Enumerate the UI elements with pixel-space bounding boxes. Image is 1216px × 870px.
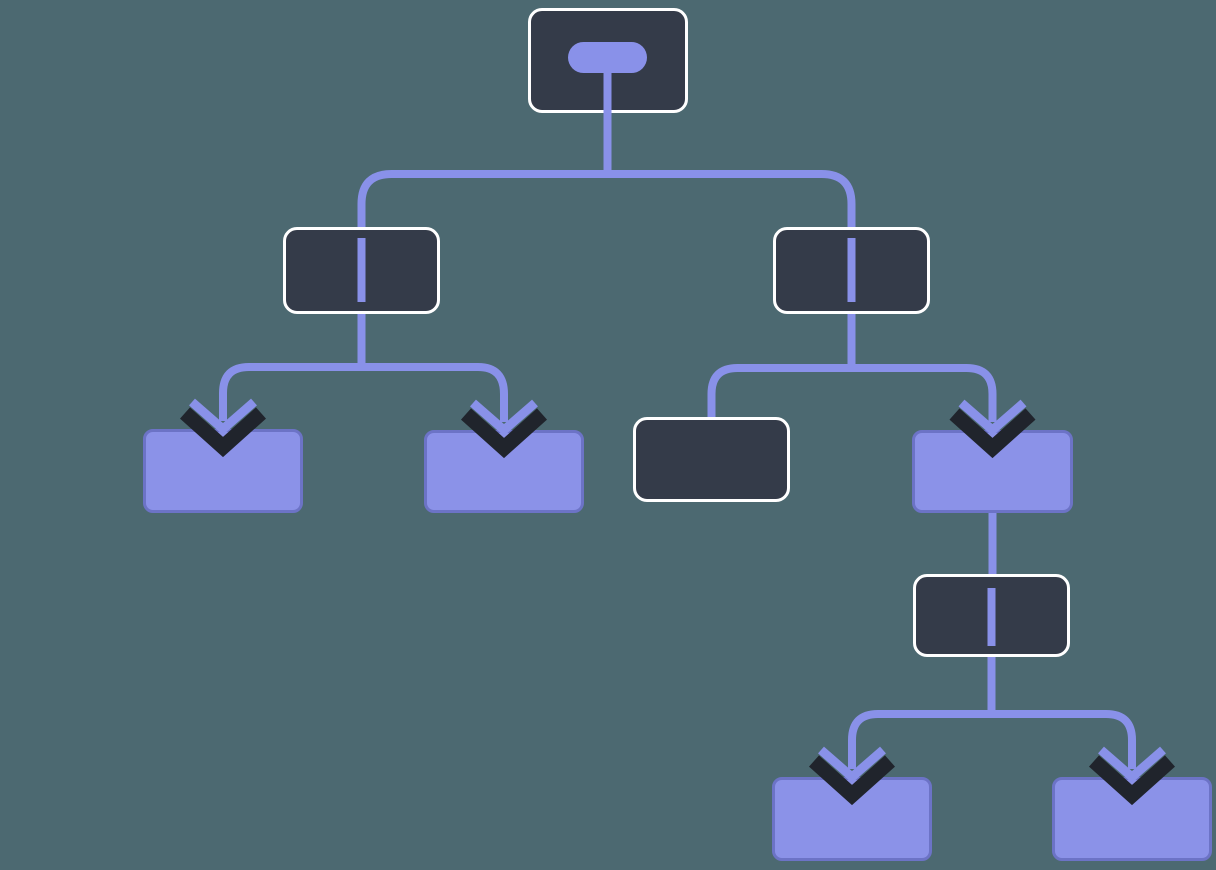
tree-leaf-node-bottom-2[interactable] [1052,777,1212,861]
tree-node-branch-left[interactable] [283,227,440,314]
tree-leaf-node-1[interactable] [143,429,303,513]
tree-node-dark-child[interactable] [633,417,790,502]
edge-root-to-level2 [357,106,856,232]
edge-right-branch-to-children [707,310,997,422]
tree-node-root[interactable] [528,8,688,113]
edge-left-branch-to-leaves [219,310,508,422]
tree-node-branch-lower[interactable] [913,574,1070,657]
tree-node-branch-right[interactable] [773,227,930,314]
tree-leaf-node-bottom-1[interactable] [772,777,932,861]
tree-leaf-node-2[interactable] [424,430,584,513]
edge-lower-branch-to-leaves [848,654,1136,769]
tree-node-purple-child[interactable] [912,430,1073,513]
